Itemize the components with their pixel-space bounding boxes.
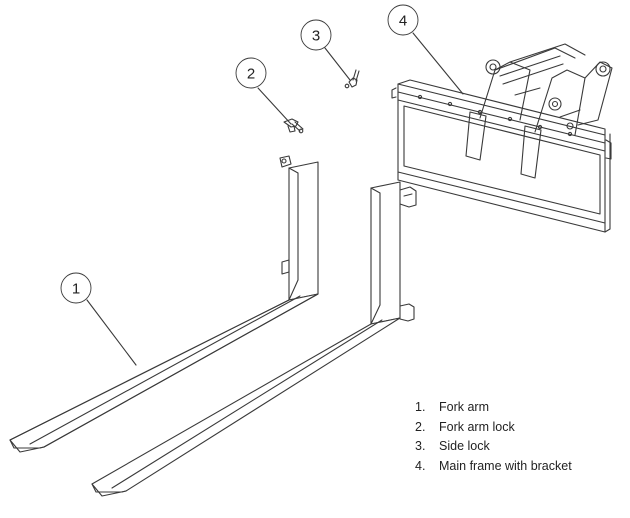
- callout-2: 2: [235, 57, 267, 89]
- parts-list: 1. Fork arm 2. Fork arm lock 3. Side lock 4…: [415, 398, 572, 476]
- callout-4: 4: [387, 4, 419, 36]
- parts-list-item: 3. Side lock: [415, 437, 572, 457]
- parts-list-item: 1. Fork arm: [415, 398, 572, 418]
- parts-list-item: 4. Main frame with bracket: [415, 457, 572, 477]
- parts-list-label: Side lock: [439, 439, 490, 453]
- callout-3-leader: [324, 47, 351, 81]
- callout-3-number: 3: [312, 28, 320, 45]
- callout-1-leader: [86, 299, 137, 366]
- callout-4-leader: [412, 32, 464, 95]
- callout-2-leader: [257, 87, 292, 125]
- callout-1-number: 1: [72, 281, 80, 298]
- fork-arm-left: [9, 155, 319, 453]
- side-lock: [344, 69, 360, 89]
- callout-1: 1: [60, 272, 92, 304]
- fork-arm-lock: [283, 118, 304, 134]
- parts-list-item: 2. Fork arm lock: [415, 418, 572, 438]
- fork-arm-right: [91, 181, 417, 497]
- parts-list-number: 1.: [415, 400, 426, 414]
- main-frame-with-bracket: [391, 43, 613, 233]
- parts-list-label: Fork arm: [439, 400, 489, 414]
- parts-list-number: 4.: [415, 458, 426, 473]
- parts-list-label: Fork arm lock: [439, 419, 515, 434]
- callout-2-number: 2: [247, 66, 255, 83]
- parts-list-label: Main frame with bracket: [439, 458, 572, 473]
- parts-list-number: 3.: [415, 439, 426, 453]
- callout-4-number: 4: [399, 13, 407, 30]
- parts-list-number: 2.: [415, 419, 426, 434]
- callout-3: 3: [300, 19, 332, 51]
